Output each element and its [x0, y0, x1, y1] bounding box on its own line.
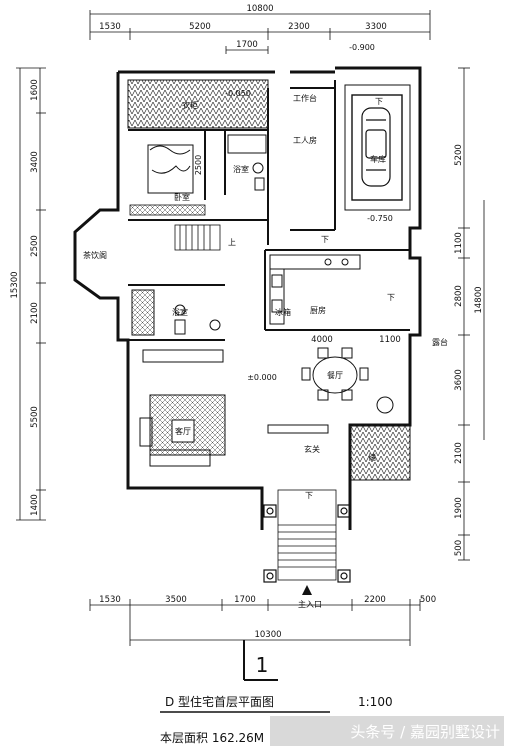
storage-hatch — [349, 424, 411, 481]
label-utility: 工人房 — [293, 135, 317, 145]
level-floor: ±0.000 — [247, 373, 277, 382]
label-bathroom2: 浴室 — [172, 307, 188, 317]
dim-kitchen-depth: 1100 — [379, 335, 401, 345]
closet-hatch — [127, 79, 269, 129]
dim-kitchen-width: 4000 — [311, 335, 333, 345]
dim-right-3: 2800 — [454, 285, 464, 307]
dim-right-6: 1900 — [454, 497, 464, 519]
dim-left-1: 1600 — [30, 79, 40, 101]
coffee-table — [171, 419, 195, 443]
right-dimensions — [458, 67, 485, 561]
stairs — [174, 224, 221, 251]
armchair — [139, 417, 153, 447]
bedroom-wardrobe — [129, 204, 206, 216]
label-storage: 储 — [368, 452, 376, 462]
marker-up-stairs: 上 — [228, 238, 236, 247]
label-bathroom1: 浴室 — [233, 164, 249, 174]
drawing-title: D 型住宅首层平面图 — [165, 694, 274, 709]
bath-fixtures-2 — [131, 289, 221, 336]
label-dining: 餐厅 — [327, 371, 343, 380]
dim-left-6: 1400 — [30, 494, 40, 516]
car-icon — [361, 107, 391, 187]
dim-top-4: 3300 — [365, 22, 387, 32]
marker-down-kitchen: 下 — [387, 293, 395, 302]
label-garage: 车库 — [370, 154, 386, 164]
bath-fixtures-1 — [227, 134, 267, 191]
kitchen-counter — [269, 254, 361, 325]
level-closet: -0.050 — [225, 89, 251, 98]
drawing-scale: 1:100 — [358, 695, 393, 709]
interior-walls — [128, 80, 410, 341]
marker-down-garage: 下 — [375, 97, 383, 106]
sofa — [149, 449, 211, 467]
dim-bottom-5: 500 — [420, 595, 436, 605]
dim-left-5: 5500 — [30, 406, 40, 428]
floor-number-bracket — [243, 640, 278, 681]
dim-bottom-4: 2200 — [364, 595, 386, 605]
plant-icon — [376, 396, 394, 414]
dim-left-total: 15300 — [10, 271, 20, 298]
dim-left-3: 2500 — [30, 235, 40, 257]
bed-icon — [147, 144, 194, 194]
label-laundry: 工作台 — [293, 93, 317, 103]
label-sunroom: 茶饮阁 — [83, 250, 107, 260]
dining-table — [301, 347, 369, 401]
dim-left-4: 2100 — [30, 302, 40, 324]
dim-top-2: 5200 — [189, 22, 211, 32]
garage-bay — [344, 84, 411, 211]
dim-top-inner: 1700 — [236, 40, 258, 50]
dim-right-1: 5200 — [454, 144, 464, 166]
marker-down-entrance: 下 — [305, 491, 313, 500]
label-bedroom: 卧室 — [174, 192, 190, 202]
label-entrance: 主入口 — [298, 599, 322, 609]
garage-inner — [351, 94, 403, 201]
dim-bottom-total: 10300 — [254, 630, 281, 640]
bottom-dimensions — [89, 599, 421, 646]
dim-top-3: 2300 — [288, 22, 310, 32]
entrance-steps — [277, 489, 337, 581]
dim-bottom-3: 1700 — [234, 595, 256, 605]
label-terrace: 露台 — [432, 337, 448, 347]
level-height-note: 2500 — [194, 155, 203, 175]
dim-bottom-1: 1530 — [99, 595, 121, 605]
dim-top-total: 10800 — [246, 4, 273, 14]
marker-down-utility: 下 — [321, 235, 329, 244]
watermark-backdrop — [270, 716, 504, 746]
watermark-text: 头条号 / 嘉园别墅设计 — [350, 723, 500, 741]
entrance-arrow-icon — [302, 585, 312, 595]
dim-right-4: 3600 — [454, 369, 464, 391]
dim-right-7: 500 — [454, 540, 464, 556]
left-dimensions — [16, 67, 46, 521]
entrance-columns — [263, 504, 351, 583]
floor-number: 1 — [256, 653, 269, 677]
dim-right-5: 2100 — [454, 442, 464, 464]
label-living: 客厅 — [175, 426, 191, 436]
top-dimensions — [89, 10, 431, 54]
shoe-cabinet — [267, 424, 329, 434]
label-closet: 衣柜 — [182, 100, 198, 110]
dim-top-1: 1530 — [99, 22, 121, 32]
floor-area: 本层面积 162.26M — [160, 731, 264, 745]
level-garage-top: -0.900 — [349, 43, 375, 52]
dim-left-2: 3400 — [30, 151, 40, 173]
label-kitchen: 厨房 — [310, 305, 326, 315]
level-garage-bottom: -0.750 — [367, 214, 393, 223]
dim-right-2: 1100 — [454, 232, 464, 254]
label-kitchen-small: 冰箱 — [275, 307, 291, 317]
tv-cabinet — [142, 349, 224, 363]
dim-bottom-2: 3500 — [165, 595, 187, 605]
dim-right-total: 14800 — [474, 286, 484, 313]
label-foyer: 玄关 — [304, 444, 320, 454]
